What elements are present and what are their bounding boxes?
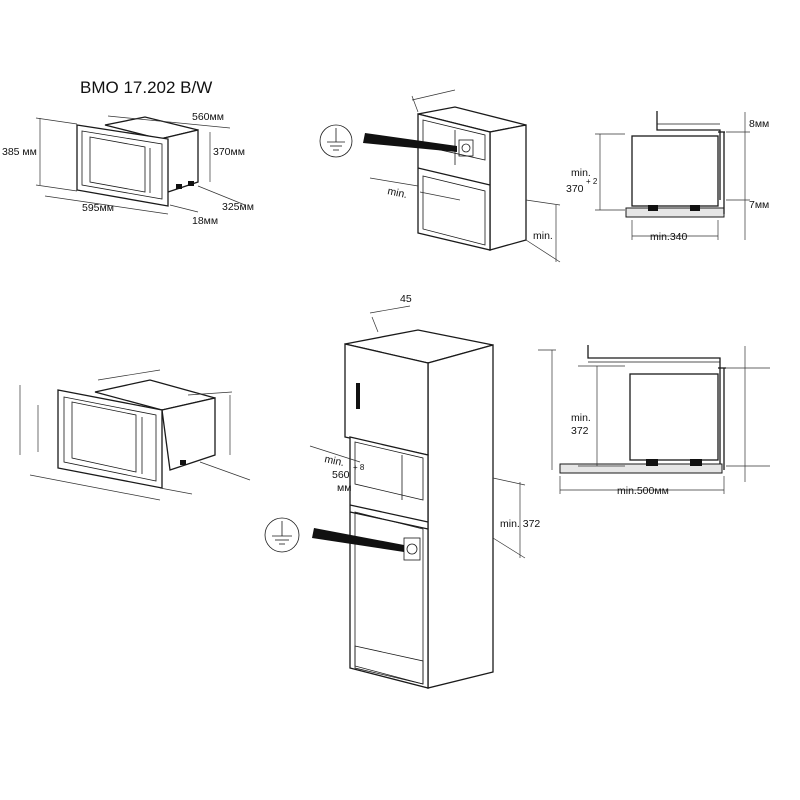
dim-line [187,391,233,396]
dim-ext [411,95,419,113]
niche-lower-opening [422,175,486,246]
oven-dimensioned-view: 385 мм 595мм 560мм 370мм 325мм 18мм [2,111,254,227]
oven-depth-label: 560мм [192,111,224,123]
column-min-height-label: min. 372 [500,518,540,530]
niche-min-width-label: min. [386,185,408,201]
dim-ext [371,316,379,333]
top-gap-label: 8мм [749,118,769,130]
oven-foot [176,184,182,189]
oven-height-label: 385 мм [2,146,37,158]
oven-foot [648,205,658,211]
niche-side-panel [489,124,527,251]
socket-icon [461,143,471,153]
side-min-depth-label: min.500мм [617,485,669,497]
column-shelf [349,504,429,523]
upper-cabinet-outline [656,111,721,200]
niche-cabinet-top: min. min. [319,89,561,263]
column-side-panel [427,344,494,689]
niche-upper-opening [422,119,486,161]
door-handle [356,383,360,409]
dim-ext [35,117,78,125]
side-min-depth-label: min.340 [650,231,688,243]
oven-foot [646,459,658,466]
dim-depth-line [107,115,231,129]
column-min-width-label: min. [323,453,345,469]
dim-ext [525,199,561,206]
support-shelf [559,463,723,474]
oven-foot [180,460,186,465]
side-section-bottom: min. 372 min.500мм [538,345,770,497]
dim-ext [35,184,78,192]
oven-foot [188,181,194,186]
column-oven-niche [354,441,424,501]
dim-frame-line [169,204,199,213]
socket [458,139,474,157]
dim-offset-line [411,89,456,101]
side-min-height-value: 372 [571,425,589,437]
oven-body-side [161,397,216,471]
oven-inner-height-label: 370мм [213,146,245,158]
dim-line [199,461,251,481]
column-shelf-lower [349,511,429,530]
side-min-height-label: min. [571,167,591,179]
socket-icon [406,543,418,555]
oven-door-window [89,136,146,193]
side-min-height-value: 370 [566,183,584,195]
niche-shelf [417,167,491,186]
column-offset-label: 45 [400,293,412,305]
dim-ext [525,239,561,263]
upper-cabinet-outline [587,345,721,470]
dim-width-line [44,195,169,215]
ground-pointer-arrow [312,528,404,552]
oven-body-depth-label: 325мм [222,201,254,213]
ground-symbol-icon [319,124,353,158]
side-min-height-label: min. [571,412,591,424]
ground-pointer-arrow [363,133,457,152]
dim-min-width-line [369,177,419,187]
side-section-top: 8мм 7мм min. 370 + 2 min.340 [566,111,769,243]
dim-arrow [419,191,461,201]
oven-front-inner [63,396,157,482]
column-plinth [354,645,424,685]
oven-width-label: 595мм [82,202,114,214]
dim-line [97,369,161,381]
niche-min-height-label: min. [533,230,553,242]
oven-side-body [629,373,719,461]
oven-side-body [631,135,719,207]
dim-body-depth-line [197,185,246,206]
side-min-height-tol: + 2 [586,177,598,186]
oven-frame-label: 18мм [192,215,218,227]
column-lower-body [349,436,429,689]
column-min-width-value: 560 [332,469,350,481]
dim-min-width-line [309,445,361,463]
support-shelf [625,207,725,218]
dim-line [159,487,193,495]
model-title: BMO 17.202 B/W [80,78,212,97]
oven-plain-view [19,369,251,501]
oven-front-inner [81,130,163,200]
bottom-gap-label: 7мм [749,199,769,211]
oven-foot [690,205,700,211]
dim-offset-line [369,305,411,314]
ground-symbol-icon [264,517,300,553]
column-min-width-unit: мм [337,482,351,494]
dim-line [29,474,161,501]
column-cabinet: 45 min. 560 + 8 мм min. 372 [264,293,540,689]
column-min-width-tol: + 8 [353,463,365,472]
oven-door-window [71,401,137,473]
oven-foot [690,459,702,466]
